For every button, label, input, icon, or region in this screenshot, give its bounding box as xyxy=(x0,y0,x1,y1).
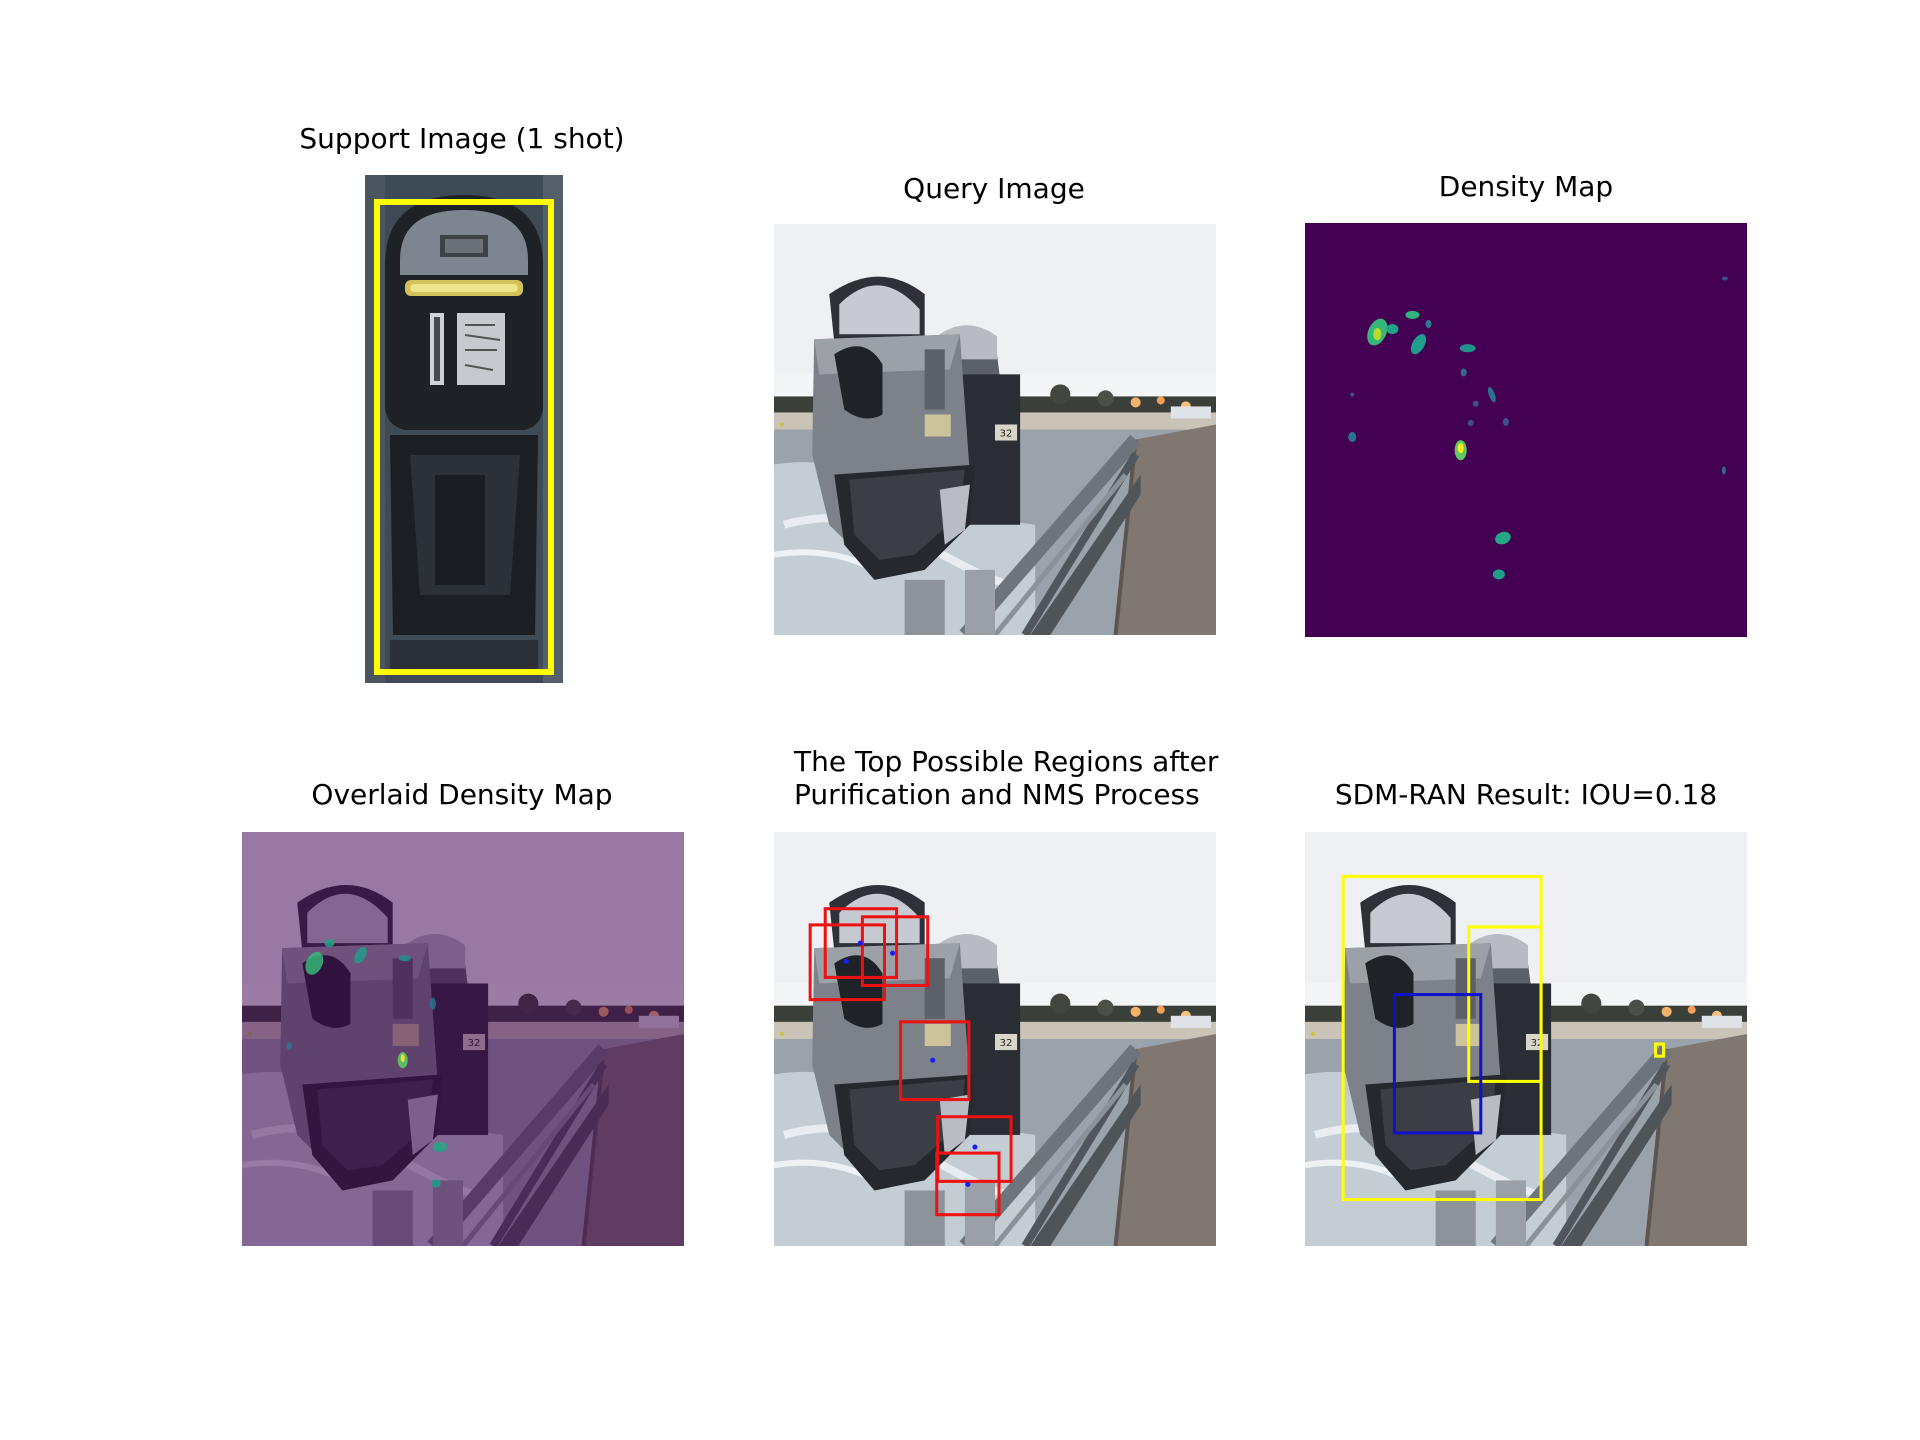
query-image xyxy=(774,224,1216,635)
region-box xyxy=(935,1151,1001,1217)
prediction-box xyxy=(1654,1042,1666,1058)
region-point xyxy=(857,940,863,946)
support-image xyxy=(365,175,563,683)
region-box xyxy=(860,915,930,987)
support-image-title: Support Image (1 shot) xyxy=(299,122,625,155)
density-map-title: Density Map xyxy=(1438,170,1614,203)
region-box xyxy=(808,923,887,1002)
result-image xyxy=(1305,832,1747,1246)
region-point xyxy=(890,950,896,956)
overlaid-density-map xyxy=(242,832,684,1246)
region-box xyxy=(936,1115,1013,1183)
top-regions-title-line2: Purification and NMS Process xyxy=(794,778,1200,811)
region-point xyxy=(930,1057,936,1063)
region-point xyxy=(972,1144,978,1150)
top-regions-title-line1: The Top Possible Regions after xyxy=(794,745,1219,778)
ground-truth-box xyxy=(1392,993,1483,1135)
region-point xyxy=(843,958,849,964)
support-bounding-box xyxy=(374,199,554,675)
overlaid-density-map-title: Overlaid Density Map xyxy=(311,778,613,811)
prediction-box xyxy=(1467,925,1543,1083)
region-point xyxy=(965,1181,971,1187)
query-image-title: Query Image xyxy=(903,172,1085,205)
result-title: SDM-RAN Result: IOU=0.18 xyxy=(1334,778,1718,811)
region-box xyxy=(899,1020,971,1102)
top-regions-image xyxy=(774,832,1216,1246)
density-map xyxy=(1305,223,1747,637)
